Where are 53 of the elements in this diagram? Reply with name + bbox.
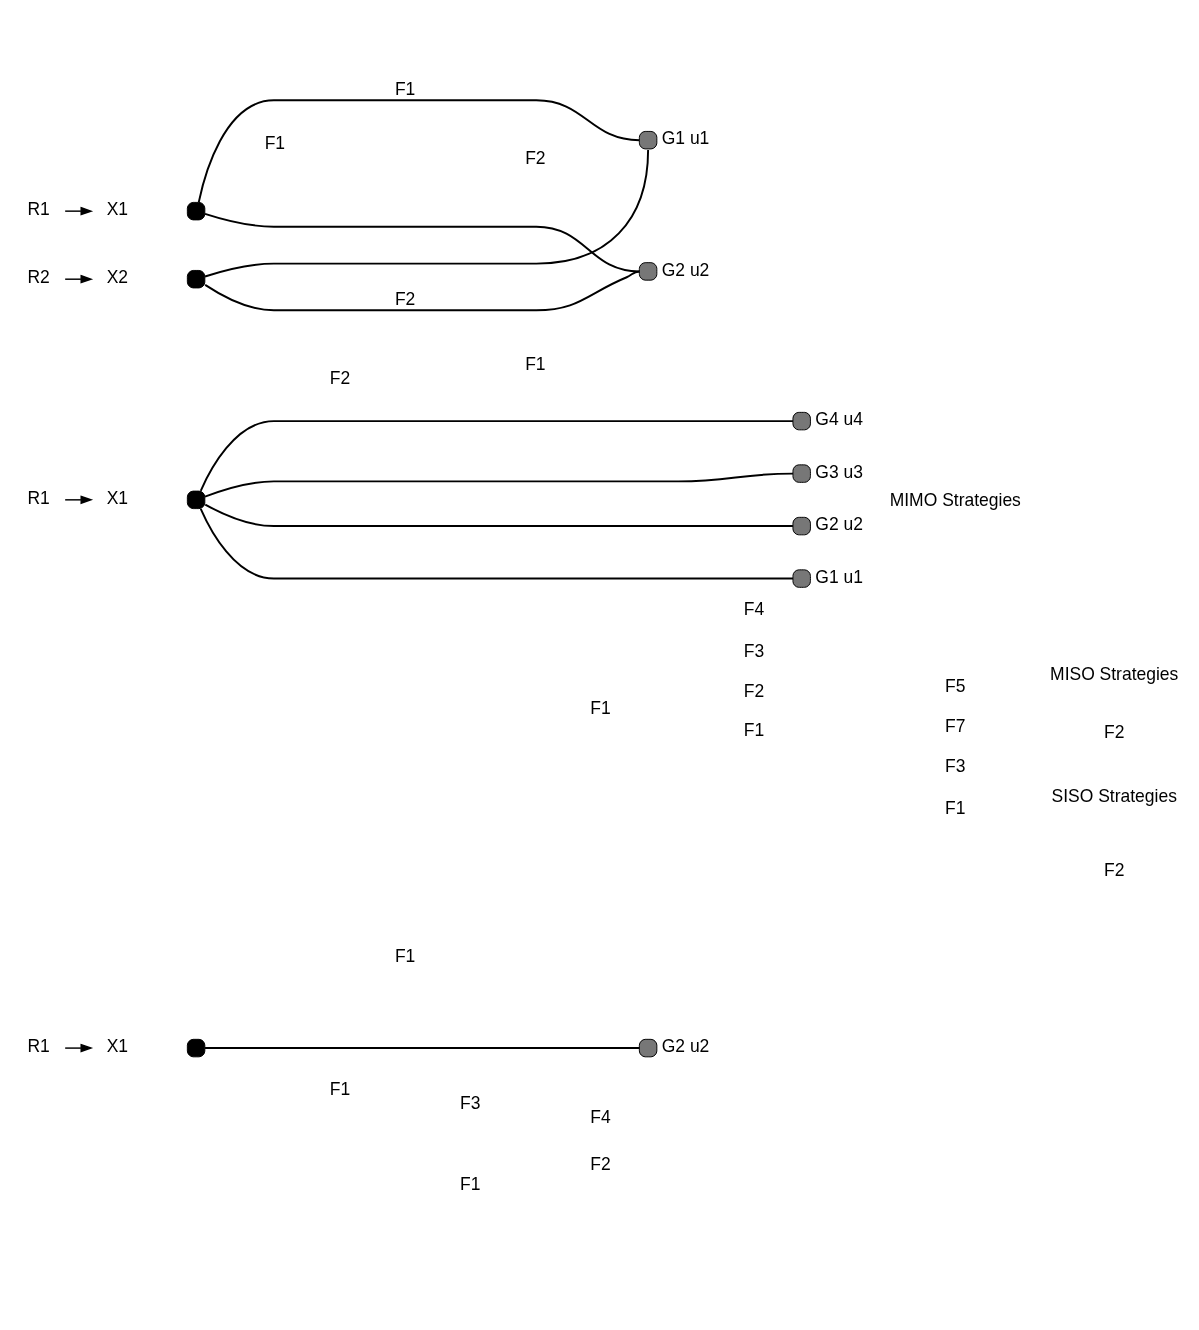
node-label: G2 u2: [815, 513, 863, 534]
label: F3: [460, 1092, 481, 1113]
label: F5: [945, 675, 966, 696]
node-text: X1: [106, 487, 129, 508]
connector: [204, 148, 650, 277]
label: F7: [945, 715, 966, 736]
label: MISO Strategies: [1050, 663, 1179, 684]
label: F1: [590, 697, 611, 718]
label: F2: [329, 367, 351, 388]
arrow: [64, 274, 94, 284]
node-text: R1: [27, 1035, 50, 1056]
label: F1: [460, 1173, 481, 1194]
label: F2: [1104, 721, 1125, 742]
label: F1: [525, 353, 546, 374]
connector: [199, 419, 794, 492]
node-text: R1: [27, 487, 50, 508]
connector: [204, 269, 641, 311]
node-label: G2 u2: [661, 1035, 710, 1056]
node-label: G4 u4: [815, 408, 863, 429]
connector: [204, 212, 641, 272]
node-label: G1 u1: [815, 566, 863, 587]
node-text: R1: [27, 198, 50, 219]
label: F2: [743, 680, 765, 701]
node-text: X1: [106, 1035, 129, 1056]
connector: [197, 98, 641, 203]
node-label: G1 u1: [661, 127, 710, 148]
label: F2: [590, 1153, 611, 1174]
label: F4: [590, 1106, 611, 1127]
label: MIMO Strategies: [889, 489, 1021, 510]
connector: [199, 507, 794, 580]
node-label: G3 u3: [815, 461, 863, 482]
connector: [204, 503, 794, 527]
connector: [204, 472, 794, 498]
node-text: R2: [27, 266, 50, 287]
arrow: [64, 494, 94, 504]
edge-label: F1: [394, 78, 416, 99]
node-text: X2: [106, 266, 129, 287]
arrow: [64, 1043, 94, 1052]
label: F1: [264, 132, 286, 153]
edge-label: F2: [394, 288, 416, 309]
label: F1: [394, 945, 416, 966]
label: SISO Strategies: [1051, 785, 1177, 806]
label: F4: [743, 598, 765, 619]
node-label: G2 u2: [661, 259, 710, 280]
arrow: [64, 206, 94, 216]
label: F1: [329, 1078, 351, 1099]
label: F2: [525, 147, 546, 168]
label: F1: [743, 719, 765, 740]
label: F3: [743, 640, 765, 661]
node-text: X1: [106, 198, 129, 219]
label: F2: [1104, 859, 1125, 880]
label: F3: [945, 755, 966, 776]
label: F1: [945, 797, 966, 818]
